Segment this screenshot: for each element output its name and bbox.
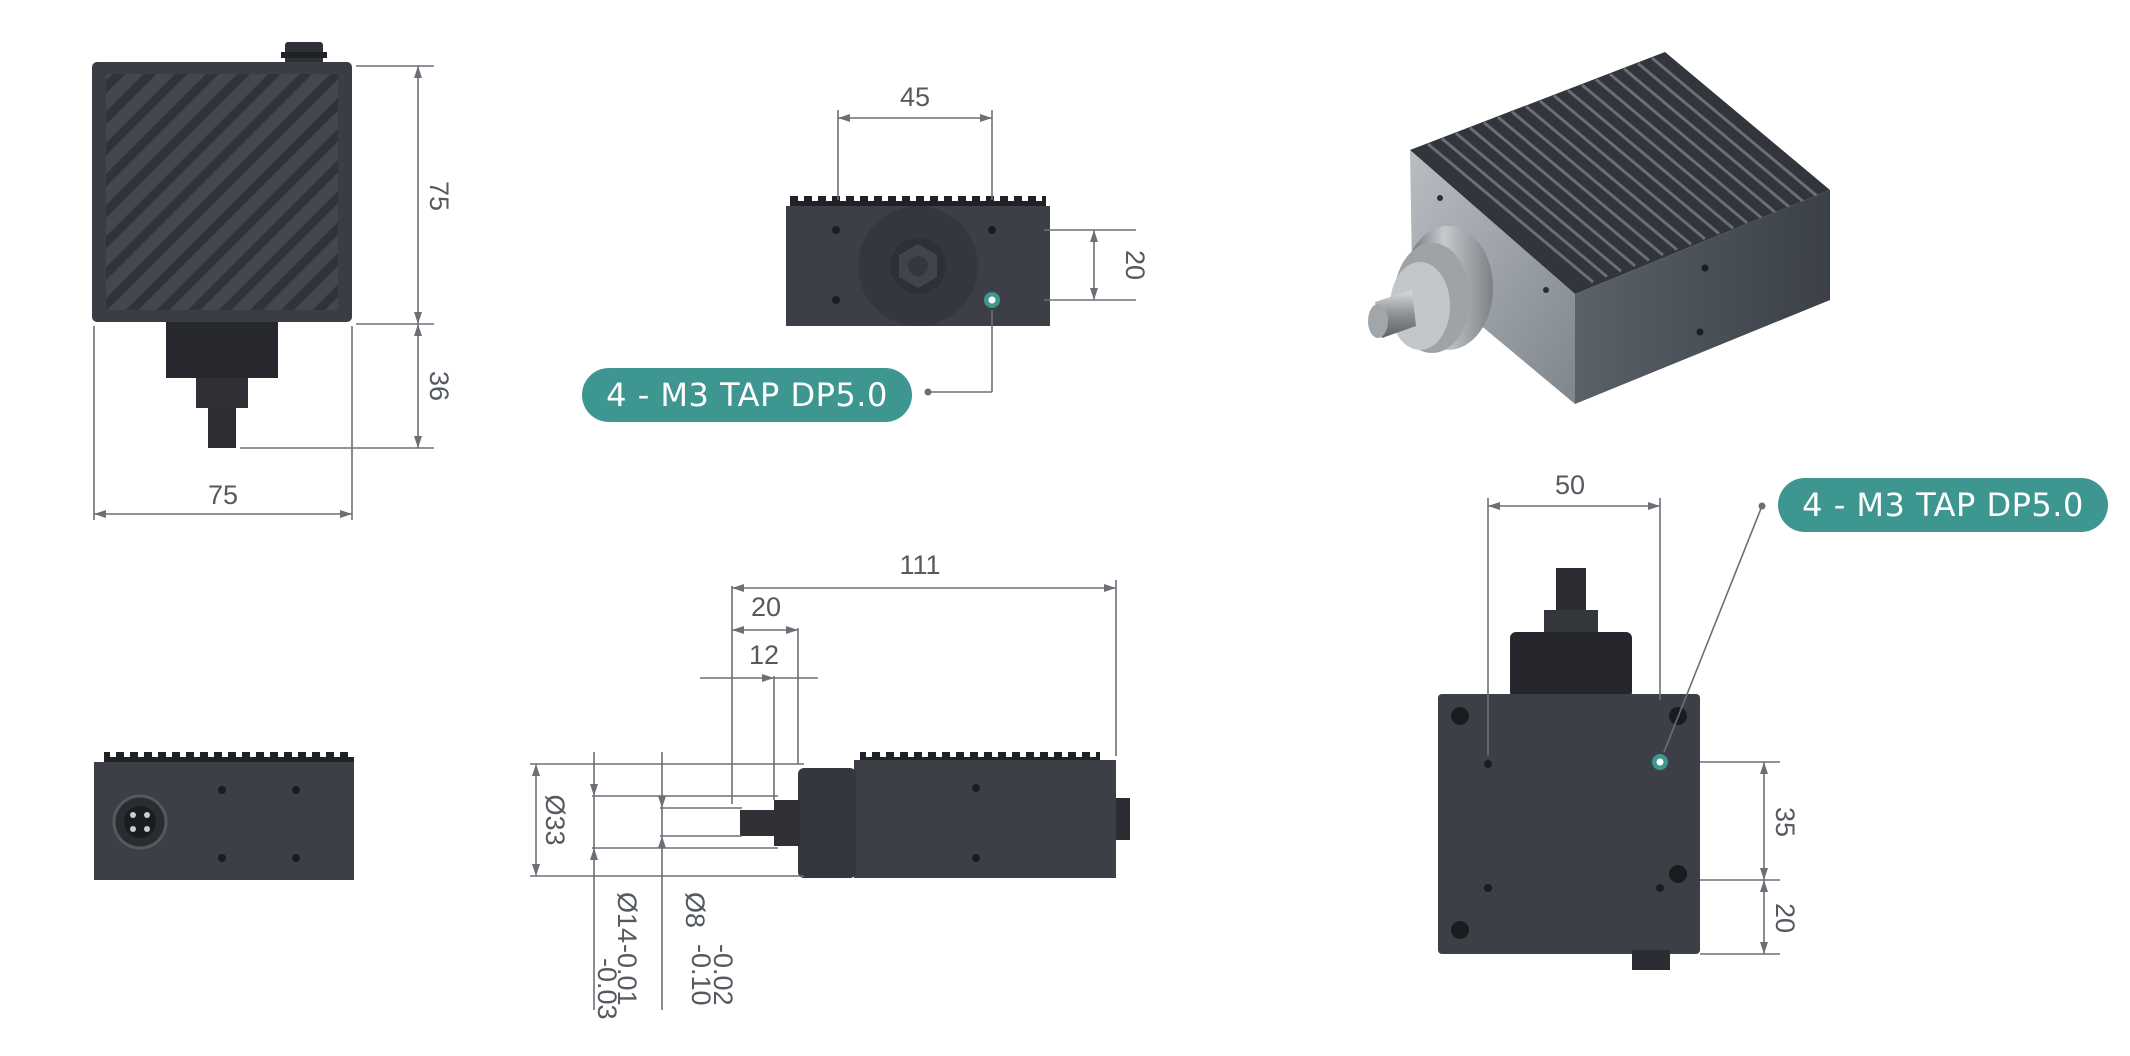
- iso-fin: [1595, 78, 1762, 219]
- top-view-shaft: [208, 408, 236, 448]
- flange-length-dim: 20: [751, 592, 781, 622]
- iso-view: [1368, 52, 1830, 404]
- overall-length-dim: 111: [899, 550, 940, 580]
- bottom-spacing-dim: 50: [1555, 470, 1585, 500]
- side-view-flange: [798, 768, 856, 878]
- side-view-shaft: [740, 810, 776, 836]
- iso-fin: [1455, 132, 1622, 273]
- iso-fin: [1483, 121, 1650, 262]
- side-connector: [1116, 798, 1130, 840]
- iso-fin: [1441, 137, 1608, 278]
- bottom-view-body: [1438, 694, 1700, 954]
- front-view: 45 20: [786, 82, 1150, 396]
- iso-fin: [1511, 110, 1678, 251]
- iso-fin: [1651, 56, 1818, 198]
- iso-fin: [1637, 62, 1804, 203]
- boss-diameter-dim: Ø14: [612, 892, 642, 943]
- boss-tol-upper: -0.01: [612, 944, 642, 1006]
- bottom-view: 50 35 20: [1438, 470, 1800, 970]
- flange-diameter-dim: Ø33: [540, 794, 570, 845]
- front-offset-dim: 20: [1120, 250, 1150, 280]
- iso-fin: [1581, 83, 1748, 225]
- iso-fin: [1497, 115, 1664, 257]
- iso-side-face: [1410, 150, 1575, 404]
- top-shaft-dim: 36: [424, 371, 454, 401]
- iso-fin: [1469, 126, 1636, 268]
- iso-fin: [1525, 105, 1692, 246]
- front-spacing-dim: 45: [900, 82, 930, 112]
- side-view-body: [854, 760, 1116, 878]
- iso-fin: [1539, 99, 1706, 241]
- iso-fin: [1567, 89, 1734, 230]
- front-hole: [832, 296, 840, 304]
- bottom-flange: [1510, 632, 1632, 698]
- fin-gaps: [798, 196, 1042, 201]
- boss-tol-lower: -0.03: [592, 958, 622, 1020]
- shaft-tol-upper: -0.02: [708, 944, 738, 1006]
- iso-fin: [1609, 72, 1776, 214]
- top-view-fins: [106, 74, 338, 310]
- bottom-offset-a-dim: 35: [1770, 807, 1800, 837]
- top-view: 75 36 75: [92, 42, 454, 520]
- bottom-tap-callout: 4 - M3 TAP DP5.0: [1778, 478, 2108, 532]
- bottom-offset-b-dim: 20: [1770, 903, 1800, 933]
- top-width-dim: 75: [208, 480, 238, 510]
- shaft-tol-lower: -0.10: [686, 944, 716, 1006]
- iso-fin: [1623, 67, 1790, 208]
- back-view: [94, 752, 354, 880]
- front-hole: [988, 226, 996, 234]
- fin-gaps: [866, 752, 1096, 757]
- front-hole: [832, 226, 840, 234]
- shaft-diameter-dim: Ø8: [680, 892, 710, 928]
- top-height-dim: 75: [424, 181, 454, 211]
- shaft-length-dim: 12: [749, 640, 779, 670]
- iso-fin: [1427, 142, 1594, 284]
- top-view-flange: [166, 322, 278, 378]
- side-view: Ø33 Ø14 -0.01 -0.03 Ø8 -0.02 -0.10 111 2…: [530, 550, 1130, 1020]
- fin-gaps: [110, 752, 354, 757]
- iso-fin: [1553, 94, 1720, 235]
- front-tap-callout: 4 - M3 TAP DP5.0: [582, 368, 912, 422]
- iso-front-face: [1575, 190, 1830, 404]
